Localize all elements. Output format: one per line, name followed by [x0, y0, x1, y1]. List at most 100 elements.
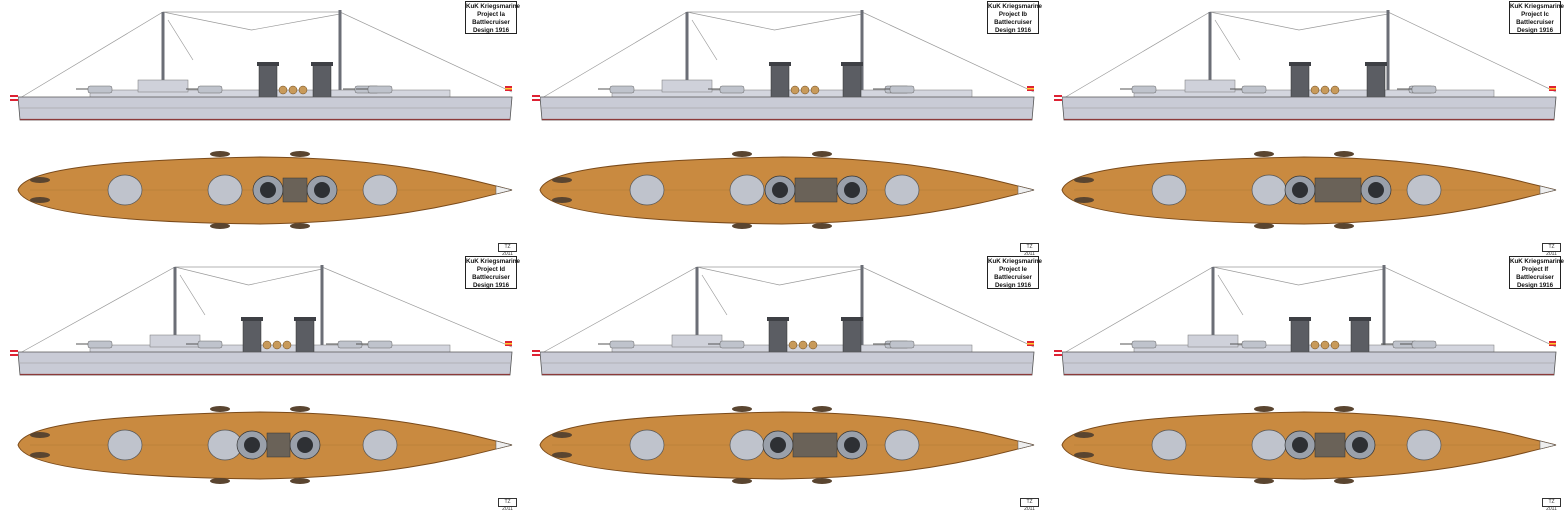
boat-top: [1074, 452, 1094, 458]
funnel-opening: [1352, 437, 1368, 453]
funnel: [295, 318, 315, 354]
design-label-line: KuK Kriegsmarine: [988, 2, 1042, 10]
rigging-lines: [1063, 11, 1557, 99]
boat: [1310, 340, 1320, 350]
boat: [808, 340, 818, 350]
artist-signature: TZ 2011: [1542, 243, 1561, 257]
jack-flag-stripe: [1027, 88, 1034, 90]
turret-top: [729, 429, 765, 461]
funnel-opening: [844, 182, 860, 198]
design-label-line: Battlecruiser: [994, 273, 1032, 281]
design-label-line: Design 1916: [1516, 26, 1554, 34]
rigging: [1063, 11, 1557, 99]
boat-top: [210, 478, 230, 484]
turret-top: [107, 429, 143, 461]
turret-side: [367, 85, 393, 94]
ship-drawing: [532, 10, 1035, 229]
boat-top: [552, 452, 572, 458]
funnel: [312, 63, 332, 99]
funnel-opening: [772, 182, 788, 198]
turret-side: [87, 340, 113, 349]
turret-side: [197, 85, 223, 94]
main-mast: [1386, 10, 1390, 98]
funnel-cap: [257, 62, 279, 66]
turret-side: [367, 340, 393, 349]
boat-top: [732, 406, 752, 412]
fore-mast: [695, 267, 699, 353]
turret-side: [1411, 340, 1437, 349]
design-label-line: Battlecruiser: [472, 18, 510, 26]
rigging-lines: [1063, 266, 1557, 354]
hull-side: [539, 96, 1035, 121]
hull-side: [539, 351, 1035, 376]
boat: [1320, 340, 1330, 350]
fore-mast: [1208, 12, 1212, 98]
ship-drawing: [1054, 265, 1557, 484]
turret-top: [884, 174, 920, 206]
funnel: [842, 63, 862, 99]
rigging-lines: [541, 11, 1035, 99]
ensign-flag-stripe: [1054, 97, 1062, 99]
design-label-line: Project Ib: [998, 10, 1028, 18]
boat: [1330, 85, 1340, 95]
ship-drawing: [532, 265, 1035, 484]
fore-mast: [173, 267, 177, 353]
hull-side: [1061, 351, 1557, 376]
turret-side: [1131, 85, 1157, 94]
funnel-opening: [1292, 182, 1308, 198]
fore-mast: [685, 12, 689, 98]
funnel-cap: [241, 317, 263, 321]
turret-top: [1406, 429, 1442, 461]
boat: [790, 85, 800, 95]
rigging-lines: [19, 11, 513, 99]
artist-signature: TZ 2011: [1020, 243, 1039, 257]
main-mast: [860, 265, 864, 353]
boat: [1310, 85, 1320, 95]
boat-top: [552, 432, 572, 438]
deck-machinery: [282, 177, 308, 203]
turret-top: [1151, 429, 1187, 461]
funnel-opening: [260, 182, 276, 198]
artist-signature: TZ 2011: [1542, 498, 1561, 512]
boat-top: [210, 151, 230, 157]
boat-top: [1074, 432, 1094, 438]
boat: [788, 340, 798, 350]
ensign-flag-stripe: [10, 352, 18, 354]
bow-tip: [1017, 440, 1035, 450]
design-label-line: Design 1916: [472, 281, 510, 289]
funnel: [842, 318, 862, 354]
boat: [810, 85, 820, 95]
boat-top: [732, 223, 752, 229]
boat-top: [30, 432, 50, 438]
boat-top: [1334, 406, 1354, 412]
bow-tip: [1539, 185, 1557, 195]
boat-top: [210, 406, 230, 412]
boat-top: [1254, 478, 1274, 484]
boat-top: [290, 151, 310, 157]
bridge: [1187, 334, 1239, 348]
bridge: [149, 334, 201, 348]
main-mast: [338, 10, 342, 98]
jack-flag-stripe: [1549, 88, 1556, 90]
design-label-line: KuK Kriegsmarine: [466, 257, 520, 265]
design-label-line: KuK Kriegsmarine: [988, 257, 1042, 265]
design-label-line: Battlecruiser: [472, 273, 510, 281]
hull-side: [1061, 96, 1557, 121]
ensign-flag-stripe: [532, 97, 540, 99]
deck-machinery: [1314, 432, 1346, 458]
boat-top: [290, 406, 310, 412]
funnel-opening: [1368, 182, 1384, 198]
turret-top: [629, 174, 665, 206]
bow-tip: [1017, 185, 1035, 195]
turret-side: [889, 340, 915, 349]
boat: [798, 340, 808, 350]
turret-side: [1131, 340, 1157, 349]
boat-top: [1254, 223, 1274, 229]
